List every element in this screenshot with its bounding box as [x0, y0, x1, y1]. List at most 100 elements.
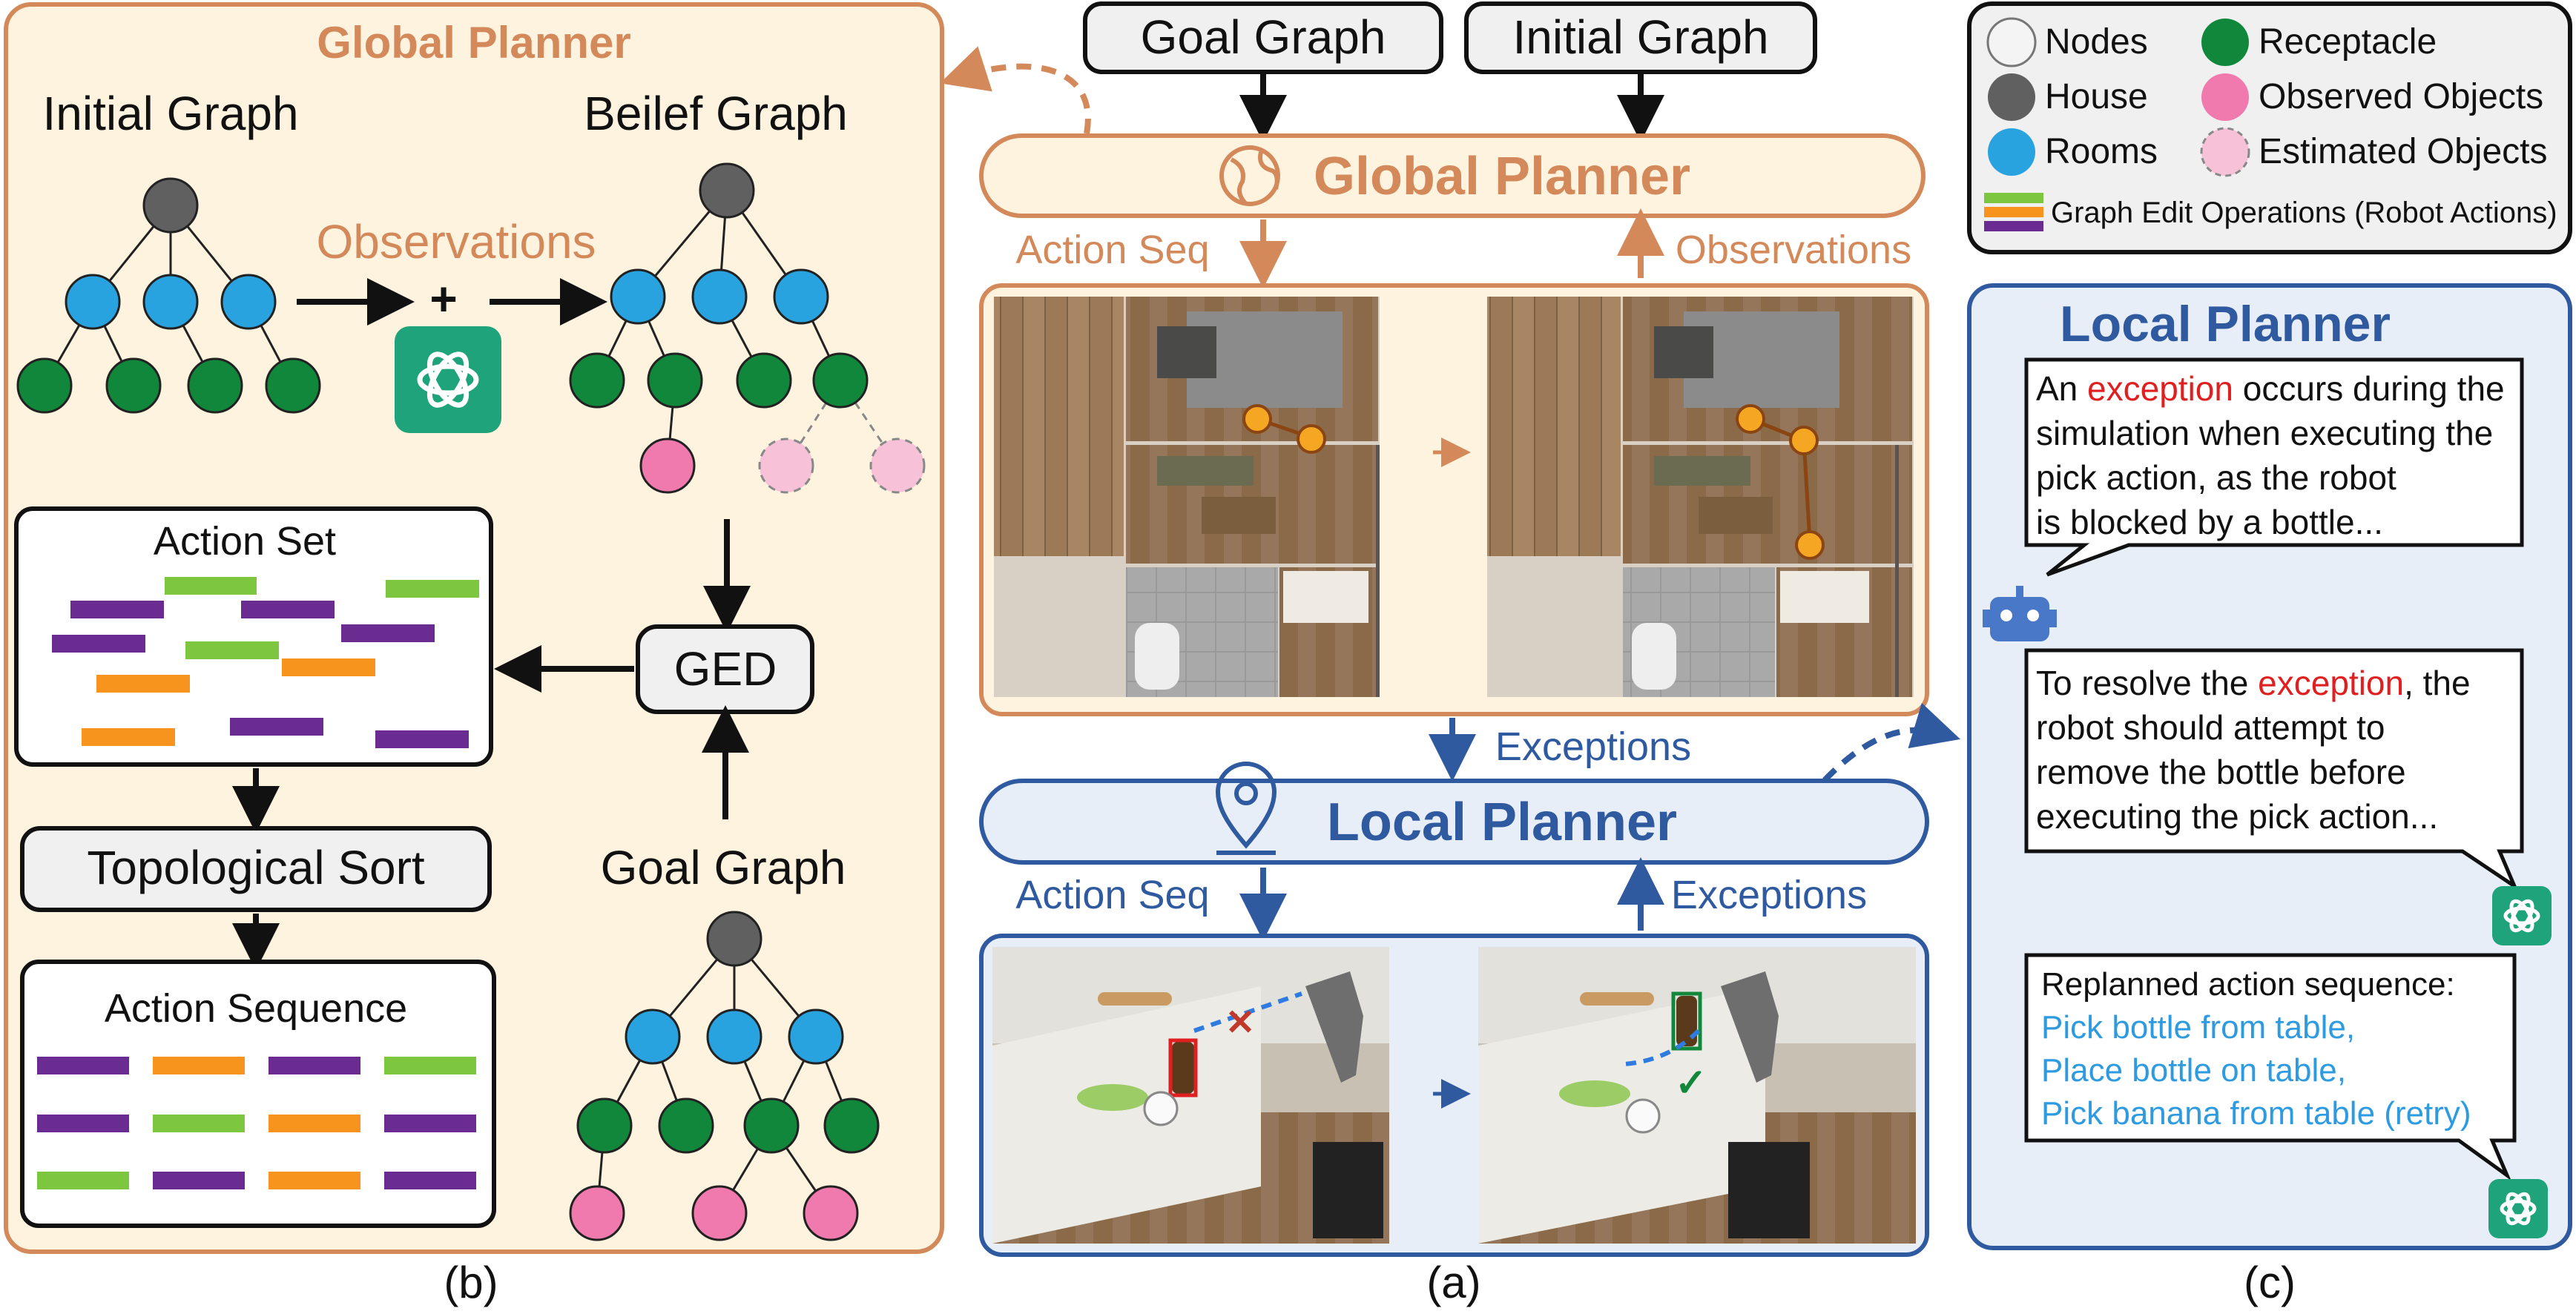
initial-graph-label: Initial Graph — [42, 87, 298, 140]
receptacle-node — [569, 352, 625, 409]
location-pin-icon — [1215, 762, 1277, 855]
goal-graph-tree — [569, 911, 880, 1241]
robot-scene-left: ✕ — [992, 947, 1389, 1244]
receptacle-node — [647, 352, 703, 409]
floor-plan-left — [994, 297, 1380, 697]
receptacle-node — [105, 357, 162, 414]
legend-nodes-label: Nodes — [2045, 22, 2148, 62]
receptacle-node — [265, 357, 321, 414]
caption-b: (b) — [444, 1258, 498, 1307]
bubble3-line1: Pick bottle from table, — [2041, 1009, 2355, 1046]
action-set-bars — [52, 577, 479, 748]
action-sequence-bars — [37, 1057, 476, 1189]
robot-scene-right: ✓ — [1478, 947, 1916, 1244]
bubble1-line4: is blocked by a bottle... — [2036, 503, 2383, 541]
dashed-arrow-to-local-panel — [1822, 702, 1960, 782]
receptacle-node — [812, 352, 869, 409]
room-node — [610, 268, 666, 325]
bubble1-line3: pick action, as the robot — [2036, 458, 2397, 497]
room-node — [142, 274, 199, 330]
house-node — [142, 177, 199, 234]
goal-graph-label-b: Goal Graph — [601, 841, 846, 894]
legend-estimated-label: Estimated Objects — [2259, 132, 2547, 171]
global-planner-pill — [979, 133, 1926, 218]
house-node — [699, 162, 755, 219]
svg-text:✓: ✓ — [1675, 1062, 1707, 1105]
legend-ops-label: Graph Edit Operations (Robot Actions) — [2051, 197, 2557, 229]
action-set-label: Action Set — [154, 519, 336, 564]
speech-bubble-replan — [2024, 953, 2517, 1181]
chatgpt-icon — [395, 326, 501, 433]
initial-graph-tree — [16, 177, 321, 414]
panel-c: Local Planner An exception occurs during… — [1967, 283, 2572, 1250]
legend-receptacle-swatch — [2201, 19, 2249, 66]
topological-sort-box — [20, 826, 492, 912]
global-planner-title: Global Planner — [1314, 147, 1690, 206]
globe-icon — [1219, 145, 1280, 206]
exceptions-bottom-label: Exceptions — [1671, 873, 1867, 917]
legend-house-label: House — [2045, 77, 2148, 116]
bubble1-line1: An exception occurs during the — [2036, 369, 2505, 408]
action-set-box — [14, 506, 493, 767]
bubble1-line2: simulation when executing the — [2036, 414, 2493, 452]
observed-object-node — [569, 1185, 625, 1241]
receptacle-node — [823, 1097, 880, 1154]
receptacle-node — [576, 1097, 633, 1154]
panel-b-title: Global Planner — [317, 18, 630, 67]
initial-graph-box — [1464, 1, 1817, 74]
bubble3-line2: Place bottle on table, — [2041, 1052, 2346, 1089]
legend-box — [1967, 1, 2572, 254]
panel-b: Global Planner Initial Graph Beilef Grap… — [4, 2, 944, 1254]
goal-graph-label-a: Goal Graph — [1141, 10, 1386, 64]
legend-estimated-swatch — [2200, 127, 2250, 177]
initial-graph-label-a: Initial Graph — [1512, 10, 1768, 64]
legend-observed-label: Observed Objects — [2259, 77, 2543, 116]
bubble3-header: Replanned action sequence: — [2041, 966, 2455, 1003]
action-sequence-label: Action Sequence — [105, 986, 407, 1031]
bubble3-line3: Pick banana from table (retry) — [2041, 1095, 2471, 1132]
dashed-arrow-to-global-panel — [940, 46, 1091, 134]
action-seq-bottom-label: Action Seq — [1015, 873, 1209, 917]
panel-c-title: Local Planner — [2060, 296, 2391, 352]
receptacle-node — [658, 1097, 714, 1154]
caption-a: (a) — [1426, 1258, 1480, 1307]
topological-sort-label: Topological Sort — [87, 841, 425, 894]
panel-a: Goal Graph Initial Graph Global Planner … — [940, 1, 1960, 1257]
caption-c: (c) — [2244, 1258, 2296, 1307]
receptacle-node — [743, 1097, 800, 1154]
receptacle-node — [736, 352, 792, 409]
chatgpt-icon — [2488, 1179, 2548, 1238]
legend-ops-swatch-orange — [1984, 207, 2043, 217]
room-node — [691, 268, 748, 325]
legend-nodes-swatch — [1986, 17, 2037, 67]
legend: Nodes House Rooms Receptacle Observed Ob… — [1967, 1, 2572, 254]
bubble2-line4: executing the pick action... — [2036, 797, 2438, 836]
bubble2-line1: To resolve the exception, the — [2036, 664, 2471, 702]
action-sequence-box — [20, 960, 496, 1228]
speech-bubble-gpt — [2024, 648, 2524, 891]
observed-object-node — [803, 1185, 859, 1241]
legend-ops-swatch-green — [1984, 193, 2043, 203]
room-node — [773, 268, 829, 325]
goal-graph-box — [1083, 1, 1443, 74]
ged-label: GED — [674, 642, 777, 696]
observations-top-label: Observations — [1676, 228, 1911, 272]
robot-icon — [1983, 586, 2057, 641]
legend-house-swatch — [1988, 73, 2035, 121]
legend-receptacle-label: Receptacle — [2259, 22, 2437, 62]
local-planner-title: Local Planner — [1327, 793, 1677, 852]
legend-rooms-swatch — [1988, 128, 2035, 176]
exceptions-mid-label: Exceptions — [1495, 724, 1691, 769]
chatgpt-icon — [2492, 886, 2552, 945]
bubble2-line3: remove the bottle before — [2036, 753, 2406, 791]
legend-observed-swatch — [2201, 73, 2249, 121]
svg-text:✕: ✕ — [1225, 1003, 1255, 1043]
room-node — [65, 274, 121, 330]
plus-sign: + — [429, 272, 457, 326]
belief-graph-tree — [569, 162, 926, 494]
room-node — [706, 1008, 762, 1065]
room-node — [625, 1008, 681, 1065]
estimated-object-node — [869, 438, 926, 494]
legend-rooms-label: Rooms — [2045, 132, 2158, 171]
bubble2-line2: robot should attempt to — [2036, 708, 2385, 747]
